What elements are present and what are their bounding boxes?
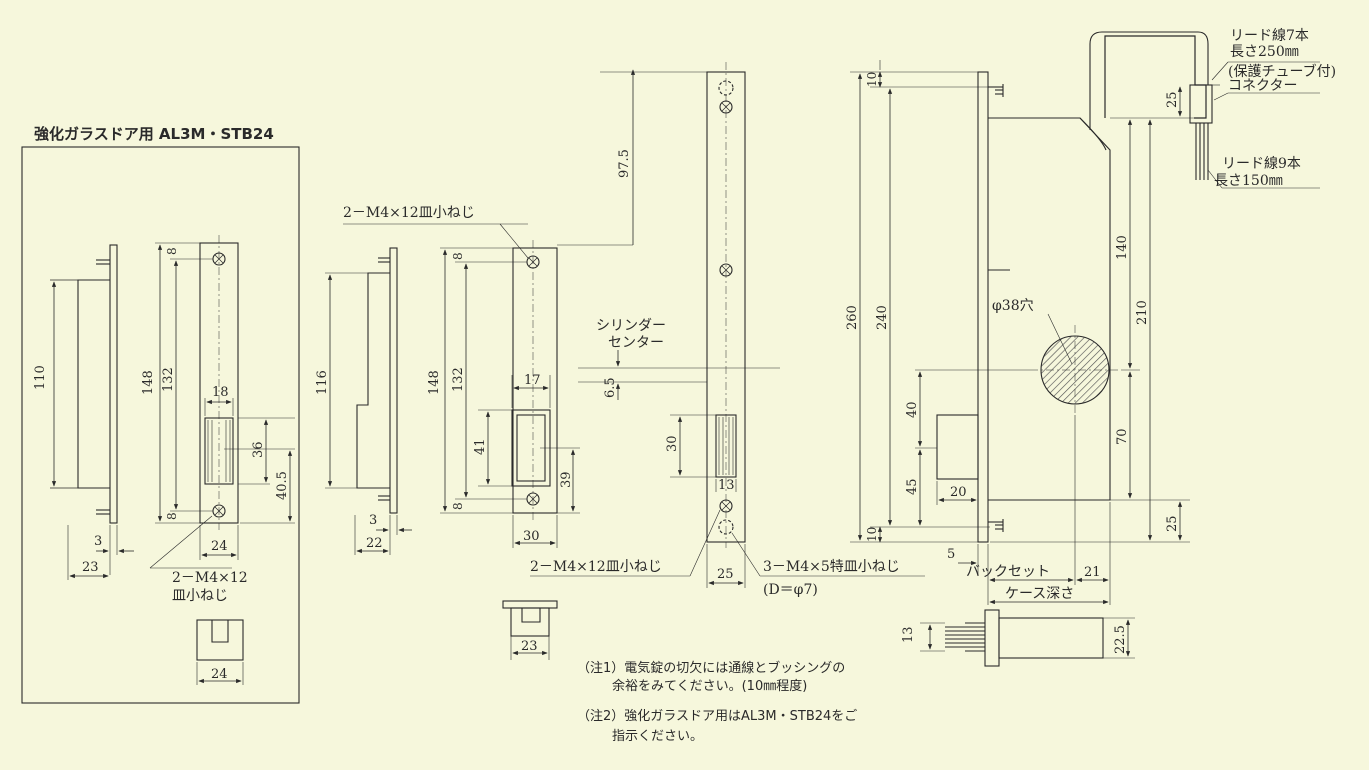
dim-22-5-lock: 22.5 [1113, 625, 1128, 654]
middle-strike-view [502, 600, 558, 660]
dim-260: 260 [845, 305, 860, 330]
connector-label: コネクター [1228, 78, 1297, 94]
faceplate-screw-label-b2: (D＝φ7) [763, 582, 818, 598]
dim-10-bottom: 10 [865, 527, 879, 542]
middle-front-view [343, 223, 580, 548]
dim-23-left: 23 [82, 560, 99, 575]
left-screw-label-1: 2－M4×12 [172, 570, 248, 586]
dim-8-mid-top: 8 [451, 252, 465, 260]
dim-148-mid: 148 [427, 370, 442, 395]
dim-40-5-left: 40.5 [275, 471, 290, 500]
note-2-line-1: （注2）強化ガラスドア用はAL3M・STB24をご [577, 708, 857, 724]
dim-25-lock-bottom: 25 [1165, 515, 1180, 532]
lead9-label-2: 長さ150㎜ [1214, 173, 1283, 189]
left-strike-view [196, 619, 244, 685]
dim-41-mid: 41 [473, 438, 488, 455]
cylinder-label-2: センター [608, 335, 664, 351]
dim-110: 110 [33, 365, 48, 390]
dim-5-lock: 5 [947, 547, 955, 562]
left-screw-label-2: 皿小ねじ [172, 588, 228, 604]
dim-21-lock: 21 [1084, 565, 1101, 580]
dim-36-left: 36 [251, 441, 266, 458]
lock-body-view [850, 31, 1320, 605]
lead7-label-2: 長さ250㎜ [1230, 44, 1299, 60]
note-1-line-2: 余裕をみてください。(10㎜程度) [612, 678, 807, 694]
dim-25-faceplate: 25 [717, 567, 734, 582]
dim-3-mid: 3 [369, 513, 377, 528]
dim-240: 240 [875, 305, 890, 330]
dim-116: 116 [315, 370, 330, 395]
dim-8-mid-bottom: 8 [451, 502, 465, 510]
dim-18-left: 18 [212, 385, 229, 400]
dim-10-top: 10 [865, 72, 879, 87]
left-front-view [149, 235, 295, 569]
note-1-line-1: （注1）電気錠の切欠には通線とブッシングの [577, 660, 845, 676]
dim-132-left: 132 [161, 367, 176, 392]
dim-30-mid: 30 [523, 529, 540, 544]
dim-20-lock: 20 [950, 485, 967, 500]
dim-8-left-top: 8 [165, 247, 179, 255]
case-depth-label: ケース深さ [1005, 586, 1074, 602]
middle-side-view [325, 247, 412, 555]
dim-25-lock-top: 25 [1165, 91, 1180, 108]
hole-label: φ38穴 [992, 298, 1034, 314]
note-2-line-2: 指示ください。 [612, 729, 703, 744]
middle-screw-label: 2－M4×12皿小ねじ [343, 205, 475, 221]
dim-97-5: 97.5 [617, 149, 632, 178]
lead7-label-1: リード線7本 [1230, 28, 1309, 44]
dim-40-lock: 40 [905, 401, 920, 418]
left-panel-frame [21, 146, 300, 704]
faceplate-screw-label-b: 3－M4×5特皿小ねじ [763, 559, 900, 575]
left-panel-title: 強化ガラスドア用 AL3M・STB24 [34, 125, 274, 143]
dim-3-left: 3 [94, 534, 102, 549]
lead7-label-3: (保護チューブ付) [1228, 63, 1336, 80]
dim-132-mid: 132 [451, 367, 466, 392]
backset-label: バックセット [966, 564, 1050, 580]
dim-13-lock: 13 [901, 626, 916, 643]
dim-45-lock: 45 [905, 478, 920, 495]
dim-17-mid: 17 [524, 373, 541, 388]
dim-8-left-bottom: 8 [165, 512, 179, 520]
dim-24-left: 24 [211, 539, 228, 554]
dim-70: 70 [1115, 428, 1130, 445]
dim-13-faceplate: 13 [718, 478, 735, 493]
dim-140: 140 [1115, 235, 1130, 260]
dim-210: 210 [1135, 300, 1150, 325]
lead9-label-1: リード線9本 [1222, 156, 1301, 172]
left-side-view [50, 244, 134, 580]
dim-30-faceplate: 30 [665, 435, 680, 452]
dim-39-mid: 39 [559, 471, 574, 488]
dim-148-left: 148 [141, 370, 156, 395]
cylinder-label-1: シリンダー [596, 318, 666, 334]
dim-6-5: 6.5 [603, 377, 618, 398]
lock-bottom-view [920, 609, 1135, 667]
dim-24-strike: 24 [211, 667, 228, 682]
dim-22-mid: 22 [366, 536, 383, 551]
faceplate-screw-label-a: 2－M4×12皿小ねじ [530, 559, 662, 575]
dim-23-mid-strike: 23 [521, 639, 538, 654]
faceplate-view [530, 62, 925, 588]
